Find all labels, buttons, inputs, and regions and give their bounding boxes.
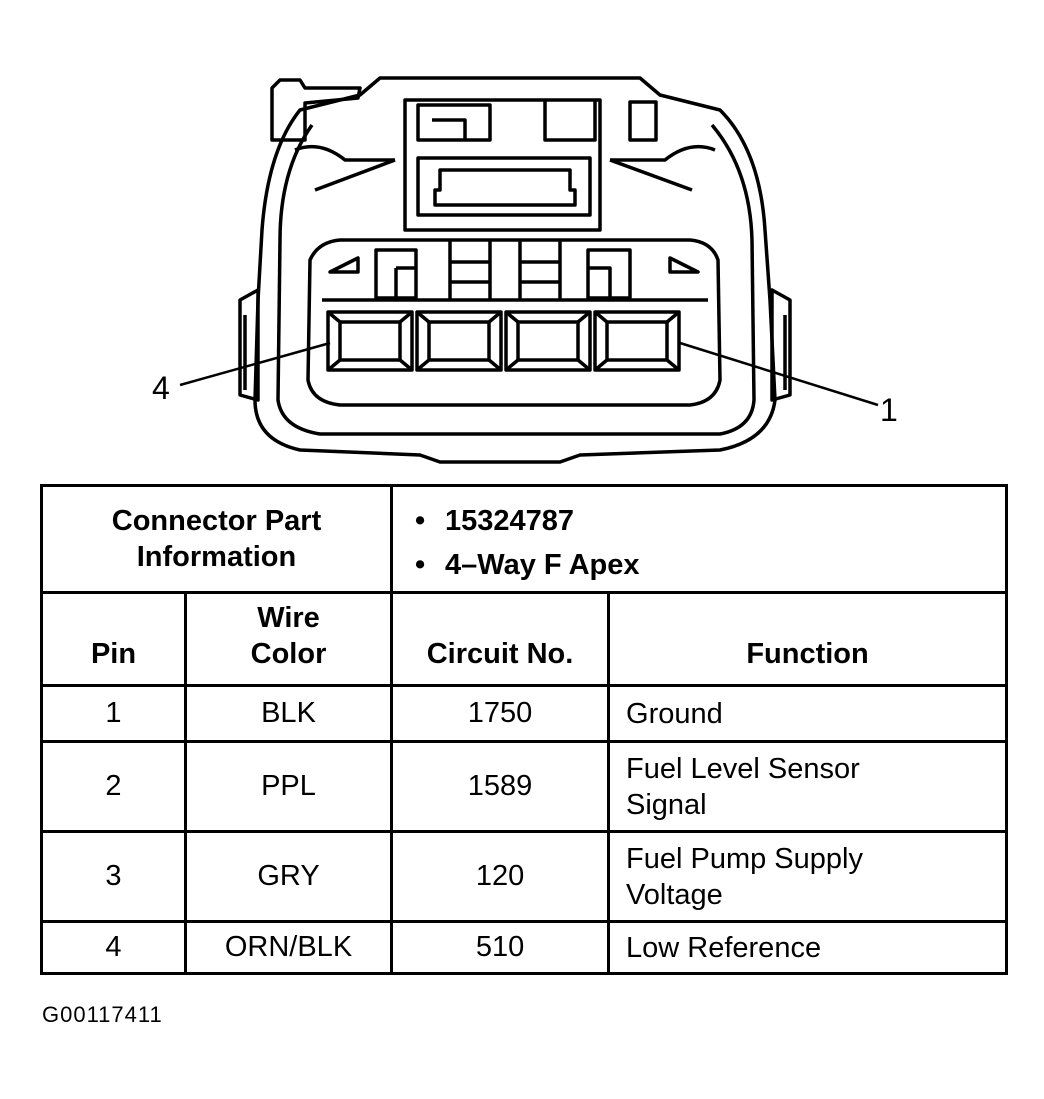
header-wire-color-line1: Wire xyxy=(257,602,320,634)
cell-function: Fuel Pump Supply Voltage xyxy=(607,830,1009,923)
connector-outer-shell xyxy=(253,76,777,464)
left-latch-tab xyxy=(270,78,362,142)
cell-function-line1: Fuel Level Sensor xyxy=(626,752,860,785)
cell-function: Low Reference xyxy=(607,920,1009,975)
cell-pin: 3 xyxy=(40,830,187,923)
connector-info-label-line2: Information xyxy=(136,541,297,573)
cell-pin: 4 xyxy=(40,920,187,975)
cell-wire-color: PPL xyxy=(183,740,394,833)
cell-wire-color: GRY xyxy=(183,830,394,923)
pin-1-callout: 1 xyxy=(880,392,898,428)
pin-4-callout: 4 xyxy=(152,370,170,406)
cell-function-line2: Signal xyxy=(626,788,707,821)
table-row: 4 ORN/BLK 510 Low Reference xyxy=(40,920,1009,975)
cell-function-line1: Ground xyxy=(626,697,723,730)
cell-wire-color: BLK xyxy=(183,684,394,743)
cell-function-line1: Fuel Pump Supply xyxy=(626,842,863,875)
cell-function-line2: Voltage xyxy=(626,878,723,911)
connector-type: 4–Way F Apex xyxy=(415,543,1005,587)
connector-info-label: Connector Part Information xyxy=(39,484,394,594)
cell-function: Ground xyxy=(607,684,1009,743)
cell-pin: 2 xyxy=(40,740,187,833)
cell-circuit: 1589 xyxy=(390,740,611,833)
figure-id: G00117411 xyxy=(42,1002,163,1027)
cell-circuit: 120 xyxy=(390,830,611,923)
cell-function-line1: Low Reference xyxy=(626,931,822,964)
cell-function: Fuel Level Sensor Signal xyxy=(607,740,1009,833)
connector-info-label-line1: Connector Part xyxy=(111,505,322,537)
header-pin: Pin xyxy=(40,591,187,687)
cell-pin: 1 xyxy=(40,684,187,743)
inner-cavity xyxy=(306,238,722,407)
header-function: Function xyxy=(607,591,1009,687)
cell-wire-color: ORN/BLK xyxy=(183,920,394,975)
table-row: 2 PPL 1589 Fuel Level Sensor Signal xyxy=(40,740,1009,833)
table-row: 3 GRY 120 Fuel Pump Supply Voltage xyxy=(40,830,1009,923)
connector-table-wrapper: Connector Part Information 15324787 4–Wa… xyxy=(39,484,1009,975)
header-wire-color: Wire Color xyxy=(183,591,394,687)
connector-info-list: 15324787 4–Way F Apex xyxy=(390,484,1009,594)
connector-table: Connector Part Information 15324787 4–Wa… xyxy=(39,484,1009,975)
header-circuit: Circuit No. xyxy=(390,591,611,687)
terminal-cavities xyxy=(326,310,681,372)
pin-1-leader xyxy=(679,341,879,407)
cell-circuit: 1750 xyxy=(390,684,611,743)
right-latch-tab xyxy=(628,100,658,142)
part-number: 15324787 xyxy=(415,499,1005,543)
lock-housing xyxy=(403,98,602,232)
header-wire-color-line2: Color xyxy=(250,638,327,670)
table-row: 1 BLK 1750 Ground xyxy=(40,684,1009,743)
column-header-row: Pin Wire Color Circuit No. Function xyxy=(40,591,1009,687)
pin-4-leader xyxy=(179,341,331,387)
connector-info-row: Connector Part Information 15324787 4–Wa… xyxy=(39,484,1009,594)
cell-circuit: 510 xyxy=(390,920,611,975)
connector-diagram xyxy=(179,76,879,464)
